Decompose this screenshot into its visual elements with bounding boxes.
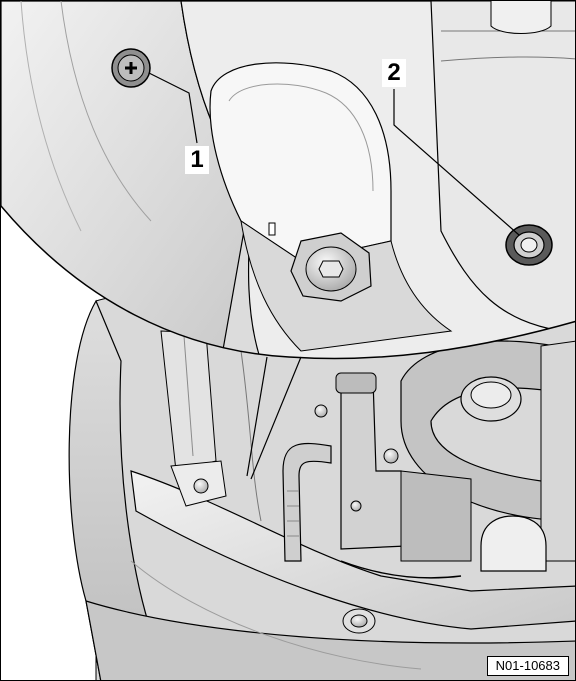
callout-1: 1 [185, 146, 209, 174]
raised-pad [209, 62, 392, 262]
detail-magnifier [1, 1, 575, 359]
magnifier-outline [1, 205, 575, 360]
callout-2: 2 [382, 59, 406, 87]
leader-line-2 [393, 89, 520, 236]
front-bumper [85, 600, 575, 680]
engine-bay-overview [68, 294, 575, 680]
left-fender [68, 299, 171, 680]
fastener-2 [505, 224, 553, 266]
coolant-hose [282, 442, 332, 562]
figure-reference-label: N01-10683 [486, 656, 569, 676]
leader-line-1 [148, 72, 198, 144]
lock-carrier [130, 470, 575, 630]
screw-1 [111, 48, 151, 88]
magnifier-pointer [246, 356, 302, 480]
center-bolt [290, 232, 372, 302]
